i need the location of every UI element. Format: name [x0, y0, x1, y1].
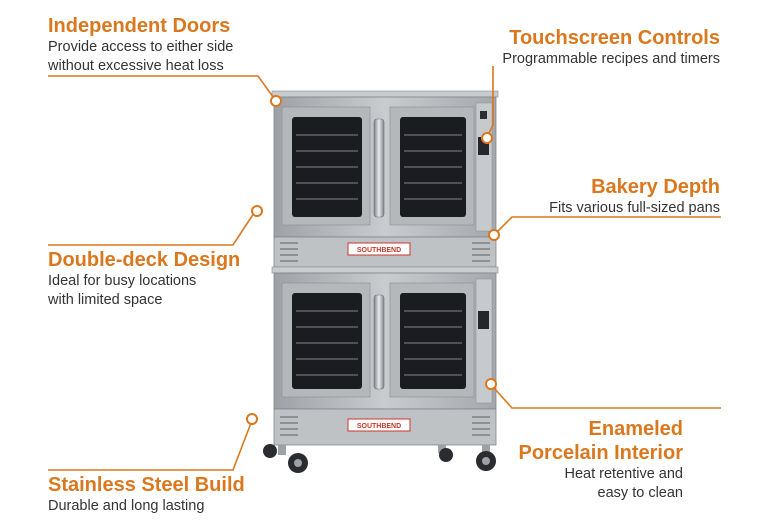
callout-touchscreen-controls: Touchscreen Controls Programmable recipe… — [502, 26, 720, 69]
lower-oven: SOUTHBEND — [271, 266, 499, 446]
callout-title: Stainless Steel Build — [48, 474, 245, 496]
callout-independent-doors: Independent Doors Provide access to eith… — [48, 14, 233, 76]
callout-desc: Durable and long lasting — [48, 498, 205, 514]
callout-dot — [488, 229, 500, 241]
lower-control-panel — [475, 278, 493, 404]
callout-desc: easy to clean — [597, 485, 683, 501]
callout-title: Double-deck Design — [48, 249, 241, 271]
caster-wheel — [439, 448, 453, 462]
callout-dot — [485, 378, 497, 390]
brand-logo-text: SOUTHBEND — [357, 247, 401, 254]
lower-door-handle — [373, 294, 385, 390]
callout-desc: with limited space — [48, 292, 163, 308]
callout-desc: Provide access to either side — [48, 39, 234, 55]
upper-oven: SOUTHBEND — [273, 96, 497, 268]
callout-double-deck: Double-deck Design Ideal for busy locati… — [48, 248, 240, 310]
oven-illustration: SOUTHBEND SOUTHBEND — [263, 90, 499, 473]
brand-logo — [347, 418, 411, 432]
callout-desc: Heat retentive and — [564, 466, 684, 482]
callout-title: Porcelain Interior — [518, 442, 684, 464]
callout-desc: Programmable recipes and timers — [502, 51, 720, 67]
callout-title: Enameled — [588, 418, 683, 440]
lower-left-window — [292, 293, 362, 389]
callout-stainless-steel: Stainless Steel Build Durable and long l… — [48, 473, 245, 516]
door-handle — [373, 118, 385, 218]
callout-title: Touchscreen Controls — [509, 27, 720, 49]
callout-desc: Fits various full-sized pans — [549, 200, 720, 216]
callout-dot — [270, 95, 282, 107]
callout-dot — [246, 413, 258, 425]
callout-desc: without excessive heat loss — [48, 58, 224, 74]
callout-dot — [251, 205, 263, 217]
brand-logo-text: SOUTHBEND — [357, 423, 401, 430]
lower-touchscreen — [478, 311, 489, 329]
brand-logo — [347, 242, 411, 256]
callout-dot — [481, 132, 493, 144]
caster-wheel — [263, 444, 277, 458]
callout-desc: Ideal for busy locations — [48, 273, 197, 289]
casters — [263, 444, 496, 473]
touchscreen-display — [478, 137, 489, 155]
lower-right-window — [400, 293, 466, 389]
callout-enameled-interior: Enameled Porcelain Interior Heat retenti… — [519, 417, 684, 503]
callout-bakery-depth: Bakery Depth Fits various full-sized pan… — [549, 175, 720, 218]
callout-title: Bakery Depth — [591, 176, 720, 198]
callout-title: Independent Doors — [48, 15, 231, 37]
